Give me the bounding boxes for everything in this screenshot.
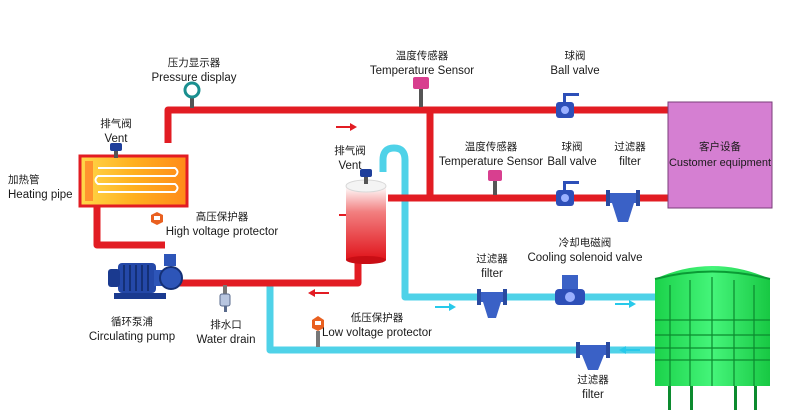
label-cooling-valve: 冷却电磁阀 Cooling solenoid valve [520,236,650,266]
label-water-drain: 排水口 Water drain [193,318,259,348]
label-temp-sensor-mid-en: Temperature Sensor [438,156,544,168]
filter-bottom-icon [576,342,610,370]
label-filter-right: 过滤器 filter [610,140,650,170]
label-pressure-display: 压力显示器 Pressure display [149,56,239,86]
arrow-cold-2 [615,300,636,308]
label-filter-mid-en: filter [481,268,503,280]
label-low-voltage-en: Low voltage protector [322,327,432,339]
label-circulating-pump: 循环泵浦 Circulating pump [82,315,182,345]
label-cooling-valve-cn: 冷却电磁阀 [558,237,612,249]
label-filter-bottom: 过滤器 filter [571,373,615,403]
water-drain-icon [219,285,231,312]
label-water-drain-en: Water drain [196,334,256,346]
label-cooling-valve-en: Cooling solenoid valve [527,252,643,264]
label-ball-valve-mid-cn: 球阀 [561,141,583,153]
arrow-hot-3 [308,289,329,297]
water-tank [345,179,387,264]
label-circulating-pump-cn: 循环泵浦 [111,316,153,328]
label-vent-mid-cn: 排气阀 [334,145,366,157]
circulating-pump-icon [108,254,183,299]
label-temp-sensor-top: 温度传感器 Temperature Sensor [367,49,477,79]
label-water-drain-cn: 排水口 [210,319,242,331]
ball-valve-mid-icon [556,181,579,206]
label-ball-valve-mid-en: Ball valve [547,156,597,168]
label-temp-sensor-mid: 温度传感器 Temperature Sensor [436,140,546,170]
low-voltage-protector-icon [312,316,324,347]
label-ball-valve-mid: 球阀 Ball valve [542,140,602,170]
vent-left-icon [110,143,122,158]
label-vent-left-en: Vent [104,133,128,145]
label-temp-sensor-top-cn: 温度传感器 [395,50,449,62]
label-customer-equipment: 客户设备 Customer equipment [668,139,772,171]
cold-pipe-lower [266,283,655,354]
label-vent-left-cn: 排气阀 [100,118,132,130]
label-low-voltage-cn: 低压保护器 [350,312,404,324]
cooling-tower [654,266,771,410]
heating-coil [94,167,179,193]
heating-pipe-unit [78,154,189,208]
arrow-cold-1 [435,303,456,311]
label-filter-mid-cn: 过滤器 [476,253,508,265]
filter-mid-icon [477,289,507,318]
label-low-voltage: 低压保护器 Low voltage protector [322,311,432,341]
label-temp-sensor-mid-cn: 温度传感器 [464,141,518,153]
label-heating-pipe: 加热管 Heating pipe [8,173,73,203]
arrow-hot-1 [336,123,357,131]
label-heating-pipe-en: Heating pipe [8,189,73,201]
label-filter-right-cn: 过滤器 [614,141,646,153]
label-vent-left: 排气阀 Vent [96,117,136,147]
label-high-voltage: 高压保护器 High voltage protector [162,210,282,240]
label-high-voltage-cn: 高压保护器 [195,211,249,223]
label-vent-mid: 排气阀 Vent [330,144,370,174]
label-high-voltage-en: High voltage protector [165,226,279,238]
label-pressure-display-en: Pressure display [151,72,237,84]
label-circulating-pump-en: Circulating pump [88,331,176,343]
high-voltage-protector-icon [151,212,163,225]
arrow-cold-3 [619,346,640,354]
hot-pipe-top [164,106,668,143]
hot-pipes [93,106,668,287]
customer-equipment-box [667,101,773,209]
vent-mid-icon [360,169,372,184]
temp-sensor-top-icon [413,77,429,107]
label-vent-mid-en: Vent [338,160,362,172]
hot-pipe-heater-down [93,200,165,249]
label-ball-valve-top-en: Ball valve [550,65,600,77]
label-temp-sensor-top-en: Temperature Sensor [369,65,475,77]
label-customer-equipment-cn: 客户设备 [699,141,741,153]
label-ball-valve-top-cn: 球阀 [564,50,586,62]
filter-right-icon [606,190,640,222]
temp-sensor-mid-icon [488,170,502,195]
label-ball-valve-top: 球阀 Ball valve [545,49,605,79]
cooling-solenoid-valve-icon [555,275,585,305]
hot-pipe-return [175,257,362,287]
label-heating-pipe-cn: 加热管 [8,174,40,186]
ball-valve-top-icon [556,93,579,118]
label-filter-bottom-cn: 过滤器 [577,374,609,386]
label-filter-right-en: filter [619,156,641,168]
pressure-gauge-icon [183,81,201,108]
label-pressure-display-cn: 压力显示器 [167,57,221,69]
cold-pipe-upper [379,144,655,301]
label-filter-bottom-en: filter [582,389,604,401]
label-customer-equipment-en: Customer equipment [668,157,772,169]
label-filter-mid: 过滤器 filter [470,252,514,282]
cold-pipes [266,144,655,354]
